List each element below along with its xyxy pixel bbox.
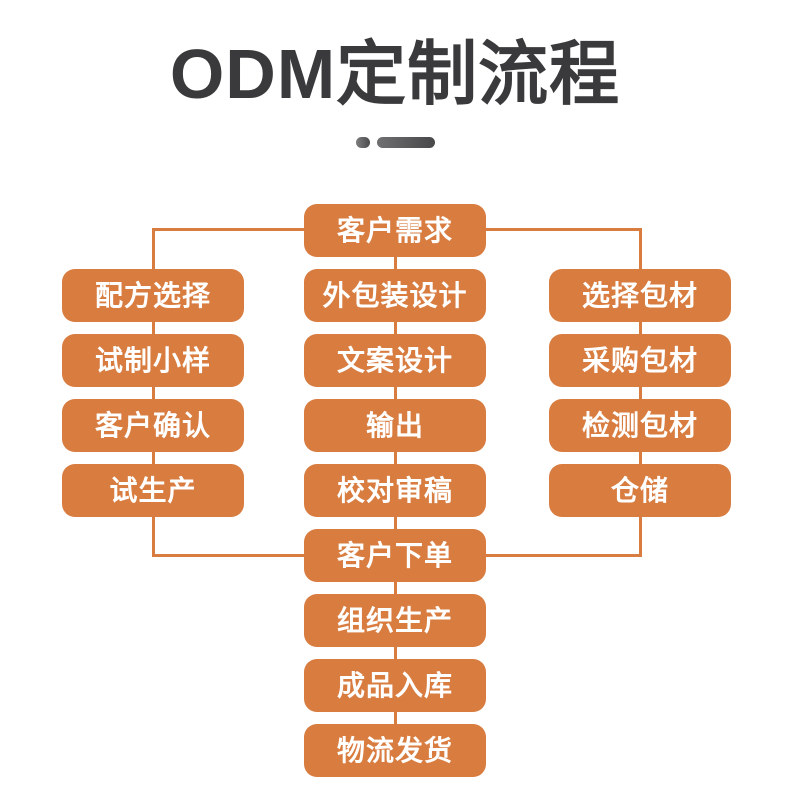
- flow-node-warehousing: 仓储: [549, 464, 731, 517]
- connector-middle-5-6: [393, 581, 397, 595]
- flow-node-trial-sample: 试制小样: [62, 334, 244, 387]
- connector-right-2-3: [638, 386, 642, 400]
- flow-node-packaging-design: 外包装设计: [304, 269, 486, 322]
- flow-node-formula-selection: 配方选择: [62, 269, 244, 322]
- connector-bottom-right-horizontal: [486, 554, 640, 557]
- flow-node-copy-design: 文案设计: [304, 334, 486, 387]
- connector-top-left-horizontal: [153, 227, 305, 231]
- flow-node-logistics-shipping: 物流发货: [304, 724, 486, 777]
- connector-left-1-2: [151, 321, 155, 335]
- connector-top-right-horizontal: [485, 227, 641, 231]
- connector-top-middle-vertical: [393, 256, 397, 270]
- connector-right-1-2: [638, 321, 642, 335]
- connector-middle-3-4: [393, 451, 397, 465]
- connector-middle-6-7: [393, 646, 397, 660]
- flow-node-test-packaging: 检测包材: [549, 399, 731, 452]
- flow-node-organize-production: 组织生产: [304, 594, 486, 647]
- flow-node-trial-production: 试生产: [62, 464, 244, 517]
- flow-node-purchase-packaging: 采购包材: [549, 334, 731, 387]
- connector-bottom-right-vertical: [638, 516, 642, 557]
- connector-middle-4-5: [393, 516, 397, 530]
- connector-middle-1-2: [393, 321, 397, 335]
- flow-node-customer-needs: 客户需求: [304, 204, 486, 257]
- connector-right-3-4: [638, 451, 642, 465]
- flow-node-customer-order: 客户下单: [304, 529, 486, 582]
- page-title: ODM定制流程: [169, 35, 621, 113]
- flow-node-output: 输出: [304, 399, 486, 452]
- flow-node-customer-confirmation: 客户确认: [62, 399, 244, 452]
- divider-dot: [355, 137, 370, 148]
- connector-middle-7-8: [393, 711, 397, 725]
- flow-node-select-packaging: 选择包材: [549, 269, 731, 322]
- connector-top-right-vertical: [638, 227, 642, 269]
- title-divider: [0, 137, 790, 148]
- connector-left-3-4: [151, 451, 155, 465]
- flow-node-finished-goods-storage: 成品入库: [304, 659, 486, 712]
- connector-top-left-vertical: [151, 227, 155, 269]
- divider-bar: [376, 137, 435, 148]
- connector-bottom-left-horizontal: [153, 554, 305, 557]
- connector-left-2-3: [151, 386, 155, 400]
- flow-node-proofreading: 校对审稿: [304, 464, 486, 517]
- connector-bottom-left-vertical: [151, 516, 155, 557]
- connector-middle-2-3: [393, 386, 397, 400]
